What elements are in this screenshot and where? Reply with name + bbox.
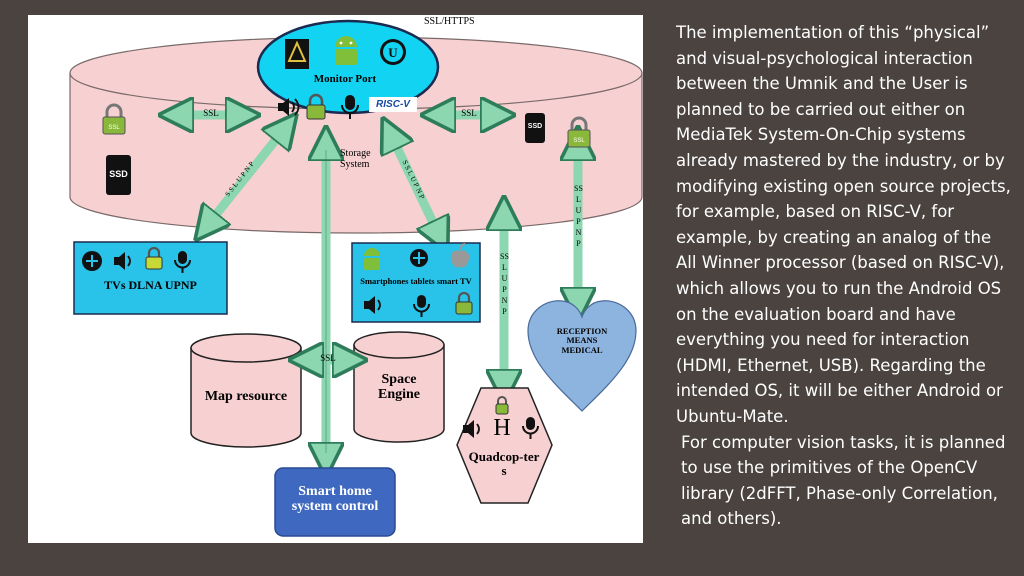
- ssl-label-left: SSL: [203, 108, 219, 118]
- ssl-label-map-space: SSL: [320, 353, 336, 363]
- microphone-icon: [341, 95, 359, 119]
- speaker-icon: [278, 98, 300, 116]
- reception-heart: [527, 300, 637, 412]
- android-icon: [364, 248, 380, 270]
- microphone-icon: [174, 251, 191, 273]
- arrow-to-tvs: [206, 127, 286, 227]
- lock-icon: [145, 246, 163, 270]
- speaker-icon: [463, 420, 480, 438]
- ssl-https-label: SSL/HTTPS: [424, 16, 475, 27]
- ssd-label: SSD: [527, 123, 543, 130]
- speaker-icon: [364, 296, 381, 314]
- ssl-upnp-vertical-label: SSLUPNP: [574, 184, 583, 248]
- award-logo-icon: [285, 39, 309, 69]
- slide-text: The implementation of this “physical” an…: [676, 20, 1016, 532]
- smart-home-box: [274, 467, 396, 537]
- lock-icon: [455, 291, 473, 315]
- ssl-upnp-vertical-label: SSLUPNP: [500, 252, 509, 316]
- lock-icon: SSL: [102, 103, 126, 135]
- ssd-icon: [525, 113, 545, 143]
- reception-label: RECEPTION MEANS MEDICAL: [556, 326, 608, 355]
- lock-icon: [306, 93, 326, 120]
- network-icon: [410, 249, 428, 267]
- tvs-box: [73, 241, 228, 315]
- svg-text:SSL: SSL: [108, 125, 120, 131]
- svg-text:SSL: SSL: [573, 138, 585, 144]
- smart-home-label: Smart home system control: [291, 484, 379, 515]
- tvs-box-label: TVs DLNA UPNP: [104, 278, 197, 292]
- ssd-icon: [106, 155, 131, 195]
- diagram-canvas: SSL SSL: [69, 19, 643, 537]
- network-icon: [82, 251, 102, 271]
- speaker-icon: [114, 252, 131, 270]
- lock-icon: SSL: [567, 116, 591, 148]
- microphone-icon: [522, 417, 539, 439]
- map-resource-cylinder: [190, 333, 302, 448]
- ssd-label: SSD: [109, 169, 128, 179]
- space-engine-cylinder: [353, 331, 445, 443]
- smartphones-box-label: Smartphones tablets smart TV: [360, 276, 472, 286]
- paragraph-computer-vision: For computer vision tasks, it is planned…: [681, 432, 1006, 529]
- svg-text:U: U: [388, 45, 398, 60]
- ssl-label-right: SSL: [461, 108, 477, 118]
- apple-icon: [450, 243, 470, 268]
- map-resource-label: Map resource: [204, 389, 288, 404]
- storage-system-label: Storage System: [340, 148, 371, 170]
- android-icon: [335, 36, 357, 65]
- risc-v-badge: RISC-V: [369, 97, 417, 112]
- microphone-icon: [413, 295, 430, 317]
- monitor-port-label: Monitor Port: [313, 73, 377, 85]
- paragraph-implementation: The implementation of this “physical” an…: [676, 23, 1011, 426]
- quadcopters-hexagon: [456, 387, 553, 504]
- quadcopters-h-glyph: H: [493, 415, 511, 441]
- architecture-diagram: SSL SSL: [28, 15, 643, 543]
- space-engine-label: Space Engine: [377, 372, 420, 403]
- arrow-to-smartphones: [390, 133, 440, 237]
- quadcopters-label: Quadcop-ters: [468, 449, 540, 479]
- lock-icon: [495, 396, 509, 415]
- unreal-engine-icon: U: [380, 39, 406, 65]
